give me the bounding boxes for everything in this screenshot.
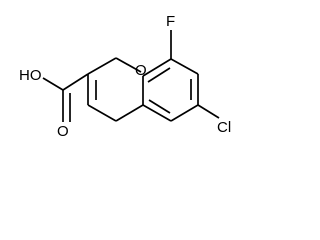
carbonyl-oxygen-label: O bbox=[57, 123, 69, 140]
bond-c5-c4a bbox=[142, 104, 172, 122]
chemical-structure-diagram: O F Cl O HO bbox=[19, 13, 231, 140]
bond-c4a-c8a bbox=[115, 104, 144, 122]
bond-c6-cl bbox=[197, 104, 220, 119]
bond-c4-c4a bbox=[87, 104, 117, 122]
bond-c5-c4a-double bbox=[148, 99, 171, 114]
bond-c3-carboxyl bbox=[62, 73, 89, 91]
fluorine-label: F bbox=[166, 13, 175, 30]
ring-oxygen-label: O bbox=[135, 62, 147, 79]
bond-c8a-c8 bbox=[142, 58, 172, 77]
hydroxyl-label: HO bbox=[19, 67, 42, 84]
structure-canvas: O F Cl O HO bbox=[19, 13, 232, 140]
bond-c6-c5 bbox=[170, 104, 199, 122]
bond-c2-c3 bbox=[87, 57, 117, 75]
bond-c8a-c8-double bbox=[147, 67, 171, 83]
bond-c8-c7 bbox=[170, 58, 199, 75]
bond-o1-c2 bbox=[115, 57, 142, 73]
bond-carboxyl-c-oh bbox=[42, 77, 64, 91]
chlorine-label: Cl bbox=[217, 119, 231, 136]
